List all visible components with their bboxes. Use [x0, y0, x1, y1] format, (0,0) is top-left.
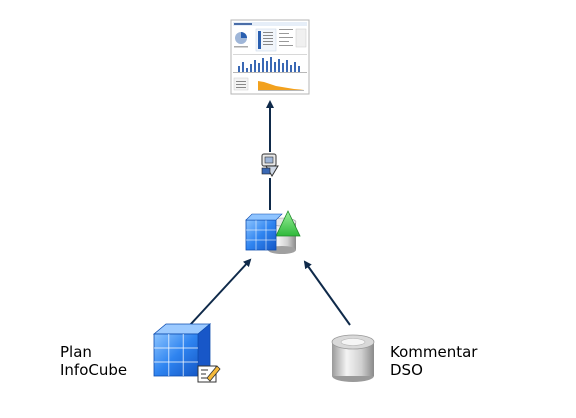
multiprovider-cube-cylinder-icon: [245, 210, 301, 254]
infocube-with-edit-icon: [152, 323, 221, 383]
dashboard-report-thumbnail: [230, 19, 310, 95]
kommentar-dso-label-line1: Kommentar: [390, 343, 478, 361]
database-cylinder-icon: [331, 334, 375, 382]
plan-infocube-label-line1: Plan: [60, 343, 92, 361]
edit-pencil-icon: [197, 365, 221, 383]
arrow-dso-to-multiprovider: [303, 260, 351, 326]
query-icon: [261, 153, 279, 177]
kommentar-dso-label: Kommentar DSO: [390, 343, 477, 379]
kommentar-dso-label-line2: DSO: [390, 361, 423, 379]
plan-infocube-label: Plan InfoCube: [60, 343, 127, 379]
arrow-infocube-to-multiprovider: [189, 258, 252, 326]
plan-infocube-label-line2: InfoCube: [60, 361, 128, 379]
